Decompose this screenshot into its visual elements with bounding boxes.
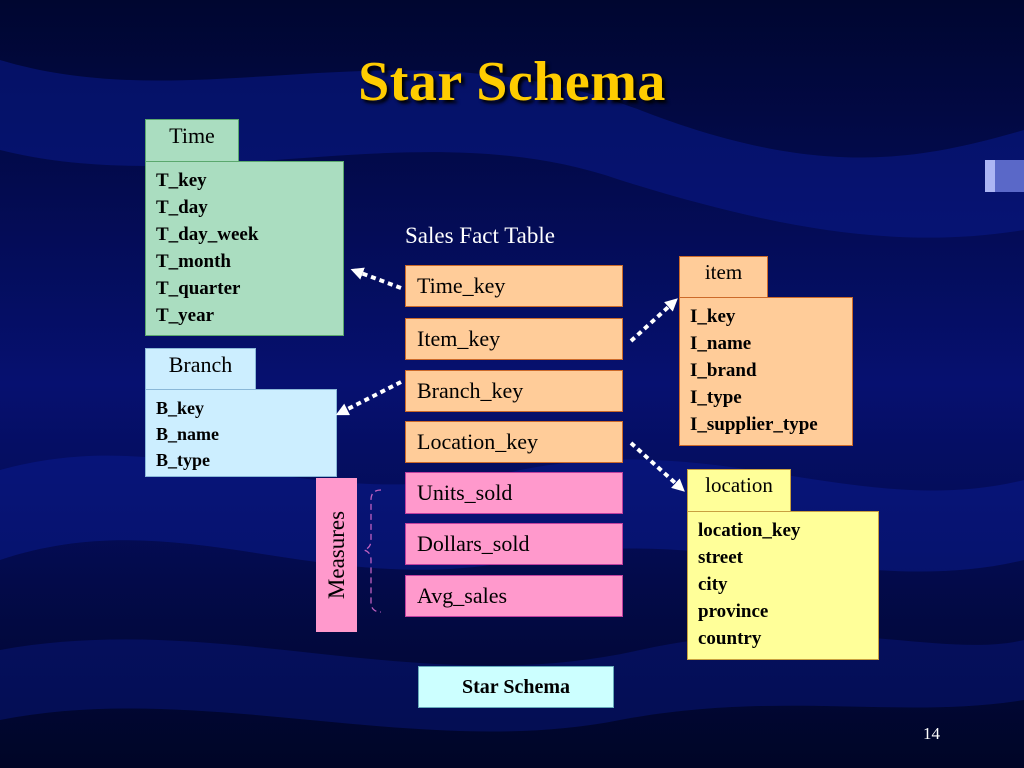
branch-dimension-name: Branch	[168, 352, 233, 377]
arrow-fact-to-time	[350, 267, 402, 290]
time-attribute: T_day	[156, 197, 208, 218]
location-attribute: country	[698, 628, 762, 649]
fact-measure-dollars-sold: Dollars_sold	[405, 523, 623, 565]
item-attribute: I_supplier_type	[690, 414, 818, 435]
time-dimension-table: T_key T_day T_day_week T_month T_quarter…	[145, 161, 344, 336]
time-dimension-name: Time	[169, 123, 215, 148]
location-attribute: street	[698, 547, 744, 568]
branch-dimension-tab: Branch	[145, 348, 256, 391]
arrow-fact-to-location	[629, 441, 685, 492]
fact-measure-units-sold: Units_sold	[405, 472, 623, 514]
time-dimension-tab: Time	[145, 119, 239, 163]
arrow-fact-to-item	[629, 298, 678, 343]
item-attribute: I_type	[690, 387, 742, 408]
location-dimension-table: location_key street city province countr…	[687, 511, 879, 660]
fact-key-branch: Branch_key	[405, 370, 623, 412]
branch-dimension-table: B_key B_name B_type	[145, 389, 337, 477]
branch-attribute: B_name	[156, 424, 219, 444]
time-attribute: T_day_week	[156, 224, 259, 245]
branch-attribute: B_type	[156, 450, 210, 470]
arrow-fact-to-branch	[335, 380, 402, 416]
location-attribute: province	[698, 601, 769, 622]
fact-table-label: Sales Fact Table	[405, 223, 555, 248]
item-dimension-tab: item	[679, 256, 768, 299]
item-dimension-name: item	[704, 260, 743, 284]
fact-measure-avg-sales: Avg_sales	[405, 575, 623, 617]
time-attribute: T_month	[156, 251, 231, 272]
time-attribute: T_year	[156, 305, 215, 326]
time-attribute: T_quarter	[156, 278, 241, 299]
branch-attribute: B_key	[156, 398, 205, 418]
fact-key-item: Item_key	[405, 318, 623, 360]
item-attribute: I_key	[690, 306, 736, 327]
fact-key-location: Location_key	[405, 421, 623, 463]
location-attribute: location_key	[698, 520, 801, 541]
item-attribute: I_brand	[690, 360, 757, 381]
slide-title: Star Schema	[358, 51, 666, 113]
measures-brace	[361, 489, 382, 613]
location-attribute: city	[698, 574, 728, 595]
measures-label-box: Measures	[316, 478, 357, 632]
location-dimension-name: location	[705, 473, 773, 497]
page-number: 14	[923, 724, 940, 743]
diagram-caption: Star Schema	[418, 666, 614, 708]
item-attribute: I_name	[690, 333, 752, 354]
item-dimension-table: I_key I_name I_brand I_type I_supplier_t…	[679, 297, 853, 446]
fact-key-time: Time_key	[405, 265, 623, 307]
location-dimension-tab: location	[687, 469, 791, 513]
time-attribute: T_key	[156, 170, 207, 191]
